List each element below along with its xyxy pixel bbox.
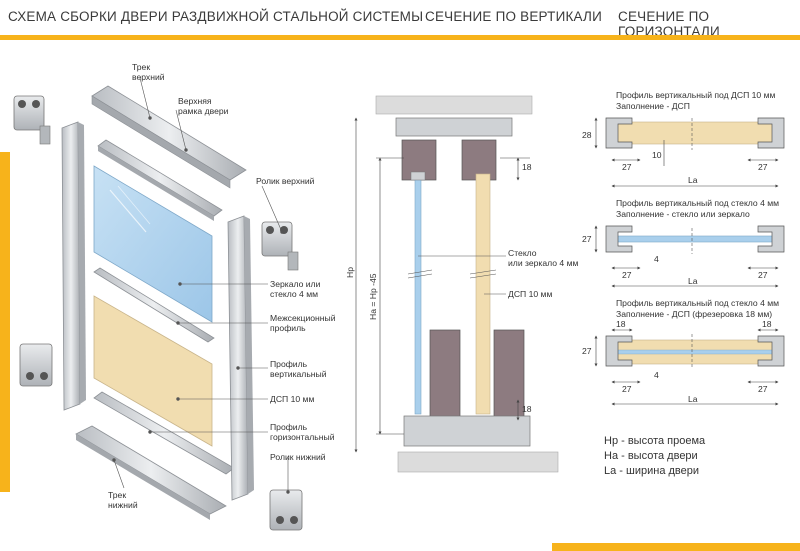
hsection-3-thickness: 4	[654, 370, 659, 380]
roller-bottom-right-part	[269, 489, 303, 531]
label-mid-profile: Межсекционный профиль	[270, 313, 336, 333]
bottom-accent-bar	[552, 543, 800, 551]
header-assembly: СХЕМА СБОРКИ ДВЕРИ РАЗДВИЖНОЙ СТАЛЬНОЙ С…	[8, 9, 424, 24]
label-roller-bottom: Ролик нижний	[270, 452, 326, 462]
dim-hp: Hp	[345, 267, 355, 278]
hsection-1	[594, 117, 785, 188]
header-accent-bar	[0, 35, 800, 40]
hsection-2-right: 27	[758, 270, 768, 280]
hsection-3	[594, 328, 785, 406]
label-track-bottom: Трек нижний	[108, 490, 138, 510]
label-horiz-profile: Профиль горизонтальный	[270, 422, 335, 442]
label-dsp: ДСП 10 мм	[270, 394, 315, 404]
assembly-leaders	[112, 77, 290, 494]
hsection-1-fill: Заполнение - ДСП	[616, 101, 690, 111]
top-frame-part	[97, 139, 223, 221]
hsection-3-mill-right: 18	[762, 319, 772, 329]
hsection-2-width: La	[688, 276, 698, 286]
hsection-2-fill: Заполнение - стекло или зеркало	[616, 209, 750, 219]
right-vertical-profile	[227, 215, 254, 501]
glass-panel	[93, 165, 213, 323]
hsection-1-left: 27	[622, 162, 632, 172]
hsection-1-thickness: 10	[652, 150, 662, 160]
hsection-3-right: 27	[758, 384, 768, 394]
dim-top-18: 18	[522, 162, 532, 172]
legend-la: La - ширина двери	[604, 465, 700, 477]
label-top-frame: Верхняя рамка двери	[178, 96, 229, 116]
assembly-diagram	[13, 77, 303, 531]
hsection-2-thickness: 4	[654, 254, 659, 264]
hsection-1-right: 27	[758, 162, 768, 172]
hsection-3-left: 27	[622, 384, 632, 394]
left-vertical-profile	[61, 121, 86, 411]
mid-profile-part	[93, 267, 215, 343]
label-roller-top: Ролик верхний	[256, 176, 315, 186]
vertical-section	[354, 95, 559, 473]
hsection-2-left: 27	[622, 270, 632, 280]
roller-bottom-left-part	[19, 343, 53, 387]
track-bottom-part	[75, 425, 227, 520]
horizontal-sections	[594, 117, 785, 406]
hsection-2	[594, 225, 785, 288]
hsection-3-title: Профиль вертикальный под стекло 4 мм	[616, 298, 780, 308]
label-mirror: Зеркало или стекло 4 мм	[270, 279, 321, 299]
dim-ha: Ha = Hp -45	[368, 273, 378, 320]
label-dsp-vertical: ДСП 10 мм	[508, 289, 553, 299]
hsection-1-height: 28	[582, 130, 592, 140]
dim-bottom-18: 18	[522, 404, 532, 414]
roller-top-right-part	[261, 221, 299, 271]
hsection-2-height: 27	[582, 234, 592, 244]
hsection-3-fill: Заполнение - ДСП (фрезеровка 18 мм)	[616, 309, 773, 319]
hsection-2-title: Профиль вертикальный под стекло 4 мм	[616, 198, 780, 208]
label-glass: Стекло или зеркало 4 мм	[508, 248, 579, 268]
hsection-3-mill-left: 18	[616, 319, 626, 329]
roller-top-left-part	[13, 95, 51, 145]
hsection-3-height: 27	[582, 346, 592, 356]
legend-ha: Ha - высота двери	[604, 450, 698, 462]
label-vert-profile: Профиль вертикальный	[270, 359, 327, 379]
legend-hp: Hp - высота проема	[604, 435, 706, 447]
label-track-top: Трек верхний	[132, 62, 165, 82]
hsection-3-width: La	[688, 394, 698, 404]
header-vertical: СЕЧЕНИЕ ПО ВЕРТИКАЛИ	[425, 9, 603, 24]
hsection-1-title: Профиль вертикальный под ДСП 10 мм	[616, 90, 776, 100]
dsp-panel	[93, 295, 213, 447]
track-top-part	[91, 85, 247, 189]
hsection-1-width: La	[688, 175, 698, 185]
left-accent-bar	[0, 152, 10, 492]
